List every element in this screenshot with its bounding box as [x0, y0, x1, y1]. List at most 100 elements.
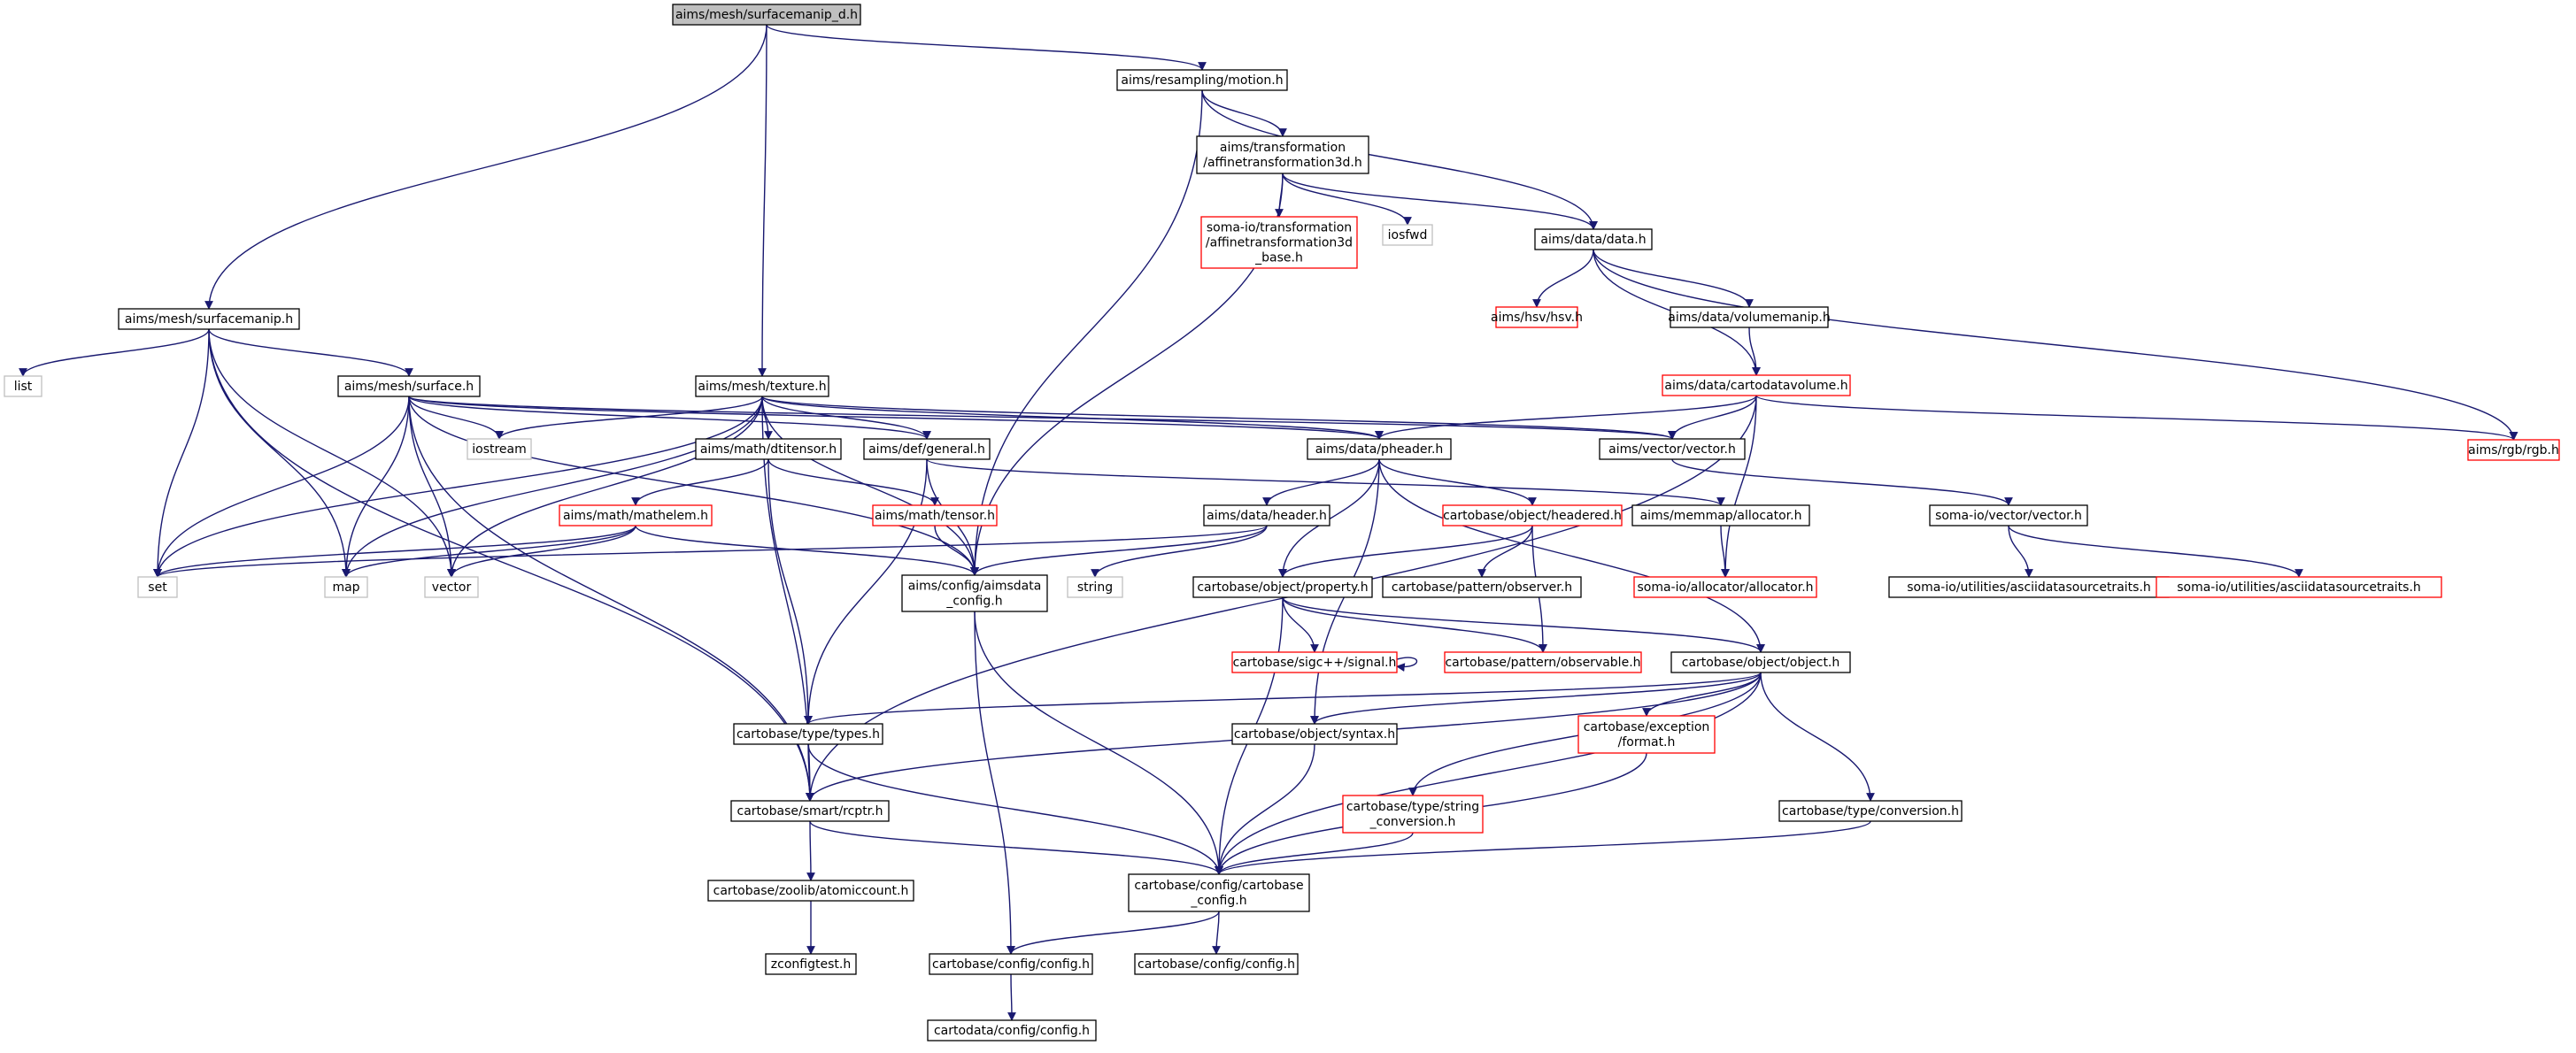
node-types[interactable]: cartobase/type/types.h: [733, 723, 883, 745]
edge-texture-to-vector: [447, 396, 763, 578]
node-dtitensor[interactable]: aims/math/dtitensor.h: [695, 438, 842, 460]
edge-texture-to-vectorh: [761, 396, 1677, 440]
node-observable[interactable]: cartobase/pattern/observable.h: [1444, 651, 1642, 673]
node-texture[interactable]: aims/mesh/texture.h: [695, 375, 829, 397]
edge-somavector-to-asciitraits2: [2008, 525, 2303, 578]
node-iostream: iostream: [467, 438, 532, 460]
node-syntax[interactable]: cartobase/object/syntax.h: [1231, 723, 1398, 745]
node-box: [1134, 953, 1299, 975]
node-conversion[interactable]: cartobase/type/conversion.h: [1778, 800, 1963, 822]
node-box: [1662, 374, 1851, 396]
node-data[interactable]: aims/data/data.h: [1534, 228, 1653, 250]
node-asciitraits1[interactable]: soma-io/utilities/asciidatasourcetraits.…: [1888, 576, 2170, 598]
edge-mathelem-to-map: [342, 525, 636, 578]
node-strconv[interactable]: cartobase/type/string_conversion.h: [1342, 795, 1484, 834]
node-aimsdataconfig[interactable]: aims/config/aimsdata_config.h: [901, 574, 1048, 612]
node-label: soma-io/allocator/allocator.h: [1637, 580, 1813, 595]
node-label: aims/def/general.h: [868, 442, 985, 457]
edge-object-to-cbconfig: [1215, 672, 1762, 875]
node-label: zconfigtest.h: [771, 957, 851, 972]
node-rgb[interactable]: aims/rgb/rgb.h: [2467, 439, 2560, 461]
node-allocator[interactable]: aims/memmap/allocator.h: [1631, 504, 1810, 526]
node-observer[interactable]: cartobase/pattern/observer.h: [1382, 576, 1582, 598]
node-label: aims/mesh/surfacemanip_d.h: [675, 8, 858, 22]
node-root[interactable]: aims/mesh/surfacemanip_d.h: [672, 4, 861, 26]
edge-root-to-motion: [766, 24, 1207, 71]
node-property[interactable]: cartobase/object/property.h: [1192, 576, 1373, 598]
node-label: aims/resampling/motion.h: [1121, 73, 1283, 88]
node-label: aims/data/volumemanip.h: [1668, 311, 1830, 325]
node-somaallocator[interactable]: soma-io/allocator/allocator.h: [1633, 576, 1817, 598]
node-asciitraits2[interactable]: soma-io/utilities/asciidatasourcetraits.…: [2156, 576, 2442, 598]
edge-root-to-surfacemanip: [204, 24, 767, 310]
node-volumemanip[interactable]: aims/data/volumemanip.h: [1668, 306, 1831, 328]
edge-types-to-rcptr: [806, 743, 814, 802]
node-box: [1670, 306, 1829, 328]
node-label: aims/hsv/hsv.h: [1491, 311, 1583, 325]
node-box: [1633, 576, 1817, 598]
edge-somavector-to-asciitraits1: [2008, 525, 2033, 578]
node-mathelem[interactable]: aims/math/mathelem.h: [559, 504, 713, 526]
edge-surfacemanip-to-rcptr: [208, 328, 814, 802]
node-pheader[interactable]: aims/data/pheader.h: [1307, 438, 1452, 460]
node-vectorh[interactable]: aims/vector/vector.h: [1599, 438, 1746, 460]
edge-texture-to-map: [342, 396, 763, 578]
edge-cartovol-to-rgb: [1755, 395, 2518, 441]
node-surfacemanip[interactable]: aims/mesh/surfacemanip.h: [118, 308, 300, 330]
edge-header-to-string: [1091, 525, 1268, 578]
edge-texture-to-aimsdataconfig: [761, 396, 979, 576]
node-motion[interactable]: aims/resampling/motion.h: [1116, 69, 1288, 91]
node-label: _config.h: [1190, 894, 1246, 908]
edge-volumemanip-to-cartovol: [1748, 327, 1761, 376]
node-box: [695, 438, 842, 460]
edge-surface-to-vectorh: [408, 396, 1677, 440]
node-box: [1067, 576, 1123, 598]
node-surface[interactable]: aims/mesh/surface.h: [337, 375, 481, 397]
node-general[interactable]: aims/def/general.h: [863, 438, 991, 460]
node-label: cartobase/pattern/observable.h: [1445, 656, 1640, 670]
nodes-layer: aims/mesh/surfacemanip_d.h aims/resamplin…: [4, 4, 2560, 1041]
node-cdconfig[interactable]: cartodata/config/config.h: [927, 1019, 1097, 1041]
node-label: soma-io/vector/vector.h: [1935, 509, 2082, 523]
edge-property-to-observable: [1282, 596, 1547, 653]
node-cbconfigh2[interactable]: cartobase/config/config.h: [1134, 953, 1299, 975]
node-signal[interactable]: cartobase/sigc++/signal.h: [1231, 651, 1398, 673]
node-box: [1200, 216, 1358, 269]
node-cbconfig[interactable]: cartobase/config/cartobase_config.h: [1128, 873, 1310, 912]
node-cartovol[interactable]: aims/data/cartodatavolume.h: [1662, 374, 1851, 396]
node-hsv[interactable]: aims/hsv/hsv.h: [1491, 306, 1583, 328]
node-string: string: [1067, 576, 1123, 598]
node-headered[interactable]: cartobase/object/headered.h: [1442, 504, 1623, 526]
node-box: [1670, 651, 1851, 673]
node-somaaffine[interactable]: soma-io/transformation/affinetransformat…: [1200, 216, 1358, 269]
edge-data-to-rgb: [1593, 249, 2518, 441]
node-affine[interactable]: aims/transformation/affinetransformation…: [1196, 135, 1369, 174]
node-label: soma-io/utilities/asciidatasourcetraits.…: [1907, 580, 2151, 595]
edge-pheader-to-headered: [1378, 458, 1537, 506]
node-box: [1495, 306, 1578, 328]
node-tensor[interactable]: aims/math/tensor.h: [872, 504, 998, 526]
node-label: /format.h: [1618, 735, 1676, 749]
node-somavector[interactable]: soma-io/vector/vector.h: [1929, 504, 2088, 526]
node-label: aims/rgb/rgb.h: [2468, 443, 2559, 457]
node-box: [1631, 504, 1810, 526]
node-exformat[interactable]: cartobase/exception/format.h: [1577, 715, 1716, 754]
node-label: cartobase/pattern/observer.h: [1392, 580, 1572, 595]
edge-aimsdataconfig-to-cbconfigh1: [974, 611, 1015, 955]
node-box: [765, 953, 857, 975]
node-object[interactable]: cartobase/object/object.h: [1670, 651, 1851, 673]
node-box: [1382, 576, 1582, 598]
node-label: iostream: [472, 442, 527, 457]
node-zconfigtest[interactable]: zconfigtest.h: [765, 953, 857, 975]
node-box: [4, 375, 42, 397]
node-cbconfigh1[interactable]: cartobase/config/config.h: [929, 953, 1093, 975]
node-atomiccount[interactable]: cartobase/zoolib/atomiccount.h: [707, 880, 914, 902]
node-box: [2156, 576, 2442, 598]
node-header[interactable]: aims/data/header.h: [1203, 504, 1330, 526]
node-label: iosfwd: [1388, 228, 1428, 242]
node-label: aims/config/aimsdata: [908, 580, 1042, 594]
node-rcptr[interactable]: cartobase/smart/rcptr.h: [730, 800, 890, 822]
edge-surface-to-vector: [408, 396, 456, 578]
node-box: [1128, 873, 1310, 912]
node-label: aims/mesh/surface.h: [344, 380, 474, 394]
